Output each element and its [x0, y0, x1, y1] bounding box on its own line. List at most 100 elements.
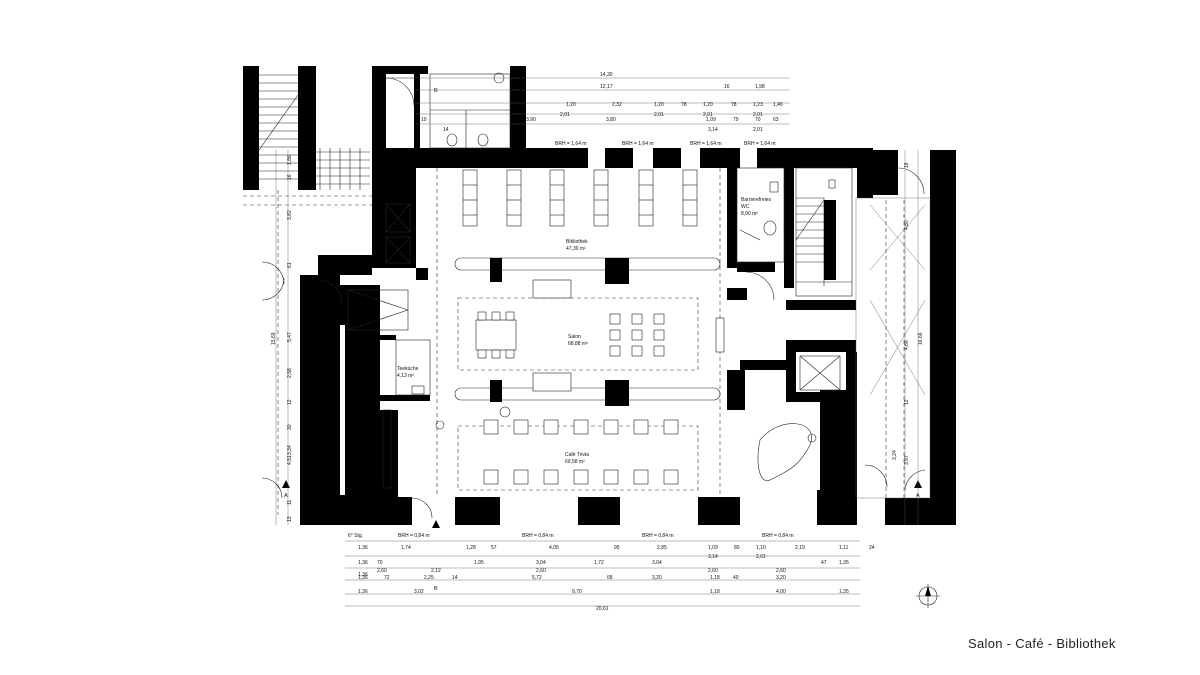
right-facade — [855, 167, 931, 499]
dim-top-r3-1: 2,01 — [654, 112, 664, 118]
dim-top-r1-0: 12,17 — [600, 84, 613, 90]
dim-bot-r1-4: 4,05 — [549, 545, 559, 551]
cafe-furniture — [382, 406, 817, 489]
north-arrow-icon — [916, 584, 940, 608]
dim-top-r4-8: 3,14 — [708, 127, 718, 133]
dim-bot-r3-3: 2,60 — [536, 568, 546, 574]
dim-bot-r2-4: 1,72 — [594, 560, 604, 566]
dim-bot-r1-3: 57 — [491, 545, 497, 551]
dim-top-overall: 14,30 — [600, 72, 613, 78]
dimensions-top: 14,30 12,17 16 1,98 16 1,20 2,32 1,20 78… — [416, 72, 790, 133]
dim-top-r4-2: 3,90 — [526, 117, 536, 123]
dim-top-r2-4: 78 — [681, 102, 687, 108]
room-labels: Bibliothek 47,30 m² Salon 68,88 m² Café … — [397, 197, 772, 465]
dim-left-1: 3,82 — [287, 210, 293, 220]
dim-bot-r1-9: 1,10 — [756, 545, 766, 551]
room-name-teekueche: Teeküche — [397, 366, 419, 372]
dim-bot-r5-5: 1,35 — [839, 589, 849, 595]
dim-bot-r1-11: 1,11 — [839, 545, 849, 551]
dim-left-0: 1,86 — [287, 155, 293, 165]
dim-bot-r4-8: 40 — [733, 575, 739, 581]
right-elevator — [799, 355, 841, 391]
room-area-bibliothek: 47,30 m² — [566, 246, 586, 252]
dim-left-sub-2: 12 — [287, 399, 293, 405]
dim-bot-r1-8: 80 — [734, 545, 740, 551]
dim-top-r2-3: 1,20 — [654, 102, 664, 108]
dim-top-r2-5: 1,20 — [703, 102, 713, 108]
room-name-salon: Salon — [568, 334, 581, 340]
dim-bot-r4-7: 1,18 — [710, 575, 720, 581]
dim-right-overall: 16,66 — [918, 332, 924, 345]
dim-top-r4-1: 14 — [443, 127, 449, 133]
dim-bot-r4-11: 1,35 — [839, 560, 849, 566]
dim-bot-r3-2: 2,12 — [431, 568, 441, 574]
dim-left-2: 5,47 — [287, 332, 293, 342]
dim-bot-r5-2: 9,70 — [572, 589, 582, 595]
room-area-cafe: 69,58 m² — [565, 459, 585, 465]
dim-left-5: 4,51 — [287, 455, 293, 465]
dim-bot-r3-4: 2,60 — [708, 568, 718, 574]
dim-left-sub-3: 30 — [287, 424, 293, 430]
window-sill-labels: BRH = 1,64 m BRH = 1,64 m BRH = 1,64 m B… — [398, 141, 794, 539]
dim-bot-r3-0: 1,36 — [358, 572, 368, 578]
dim-bot-r1-1: 1,74 — [401, 545, 411, 551]
section-b-bottom: B — [434, 586, 438, 592]
top-wc-cluster — [385, 72, 511, 149]
dim-top-r3-0: 2,01 — [560, 112, 570, 118]
dim-top-r2-0: 16 — [520, 102, 526, 108]
dim-bot-r5-1: 3,02 — [414, 589, 424, 595]
dim-top-r3-2: 2,01 — [703, 112, 713, 118]
dim-top-r1-1: 16 — [724, 84, 730, 90]
dim-bot-r4-5: 68 — [607, 575, 613, 581]
dim-top-r2-6: 78 — [731, 102, 737, 108]
room-name-wc-line1: Barrierefreies — [741, 197, 772, 203]
entry-ramp — [317, 279, 409, 331]
salon-furniture — [475, 279, 725, 392]
dim-top-r4-3: 3,80 — [606, 117, 616, 123]
dim-right-3: 3,97 — [904, 455, 910, 465]
dim-bot-r4-1: 72 — [384, 575, 390, 581]
outer-walls — [300, 66, 956, 525]
room-area-wc: 8,90 m² — [741, 211, 758, 217]
dim-bot-r5-4: 4,00 — [776, 589, 786, 595]
dim-bot-r4-0: 1,36 — [358, 575, 368, 581]
dim-right-2: 3,24 — [892, 450, 898, 460]
dim-bot-r2-6: 3,14 — [708, 554, 718, 560]
accessible-wc — [736, 167, 785, 301]
dim-bot-r4-4: 5,72 — [532, 575, 542, 581]
dim-right-4: 16 — [904, 162, 910, 168]
dim-top-r4-7: 63 — [773, 117, 779, 123]
dim-right-1: 4,66 — [904, 340, 910, 350]
dim-bot-overall: 20,61 — [596, 606, 609, 612]
dim-top-r2-8: 1,46 — [773, 102, 783, 108]
dimensions-bottom: 6° Stg. 1,36 1,74 1,28 57 4,05 95 2,85 1… — [345, 533, 875, 612]
dim-bot-r1-5: 95 — [614, 545, 620, 551]
dimensions-left: 15,69 1,86 3,82 5,47 2,58 3,34 4,51 13 1… — [271, 150, 293, 525]
dim-bot-r2-5: 3,04 — [652, 560, 662, 566]
sill-top-3: BRH = 1,64 m — [690, 141, 722, 147]
dim-top-r4-0: 10 — [421, 117, 427, 123]
dim-top-r2-1: 1,20 — [566, 102, 576, 108]
page-caption: Salon - Café - Bibliothek — [968, 636, 1116, 651]
dim-left-sub-1: 61 — [287, 262, 293, 268]
sill-bottom-4: BRH = 0,84 m — [762, 533, 794, 539]
dim-top-r4-6: 70 — [755, 117, 761, 123]
dim-bot-r4-3: 14 — [452, 575, 458, 581]
room-name-bibliothek: Bibliothek — [566, 239, 588, 245]
left-stair-block — [243, 66, 375, 515]
dim-left-sub-4: 11 — [287, 500, 293, 505]
sill-top-2: BRH = 1,64 m — [622, 141, 654, 147]
section-a-left: A — [284, 493, 288, 499]
dim-top-r3-3: 2,01 — [753, 112, 763, 118]
dim-bot-r1-2: 1,28 — [466, 545, 476, 551]
dim-bot-r2-3: 3,04 — [536, 560, 546, 566]
room-name-wc-line2: WC — [741, 204, 750, 210]
sill-top-4: BRH = 1,64 m — [744, 141, 776, 147]
dim-top-r4-9: 2,01 — [753, 127, 763, 133]
dim-bot-r5-0: 1,36 — [358, 589, 368, 595]
room-area-salon: 68,88 m² — [568, 341, 588, 347]
sill-top-1: BRH = 1,64 m — [555, 141, 587, 147]
dim-right-0: 4,80 — [904, 220, 910, 230]
room-name-cafe: Café Trivia — [565, 452, 589, 458]
